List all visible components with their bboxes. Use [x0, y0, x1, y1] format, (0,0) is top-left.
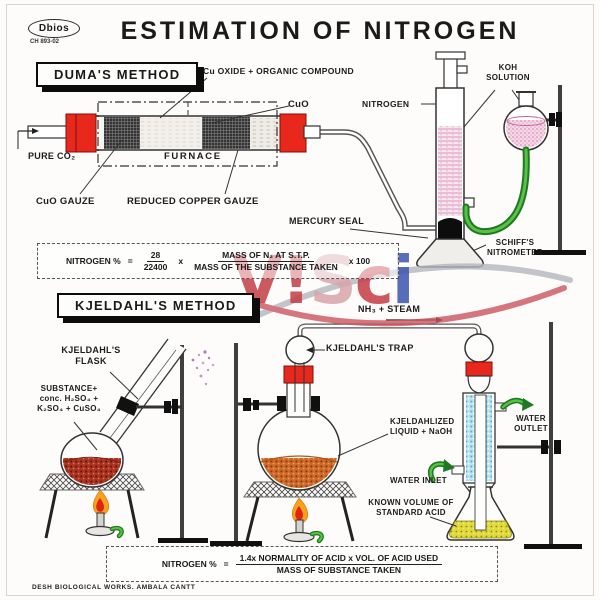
right-stopper: [279, 113, 307, 153]
label-mercury-seal: MERCURY SEAL: [289, 216, 365, 226]
neck-clamp-grip: [116, 396, 139, 416]
left-stopper: [65, 113, 97, 153]
numerator: MASS OF N₂ AT S.T.P.: [218, 250, 314, 262]
stopper-center: [283, 365, 314, 384]
label-schiffs-nitrometer: SCHIFF'S NITROMETER: [487, 238, 543, 257]
page-title: ESTIMATION OF NITROGEN: [120, 17, 520, 45]
label-water-outlet: WATER OUTLET: [514, 414, 548, 433]
distillation-flask-assembly: [238, 335, 357, 544]
dumas-method-heading: DUMA'S METHOD: [36, 62, 199, 87]
stopcock: [435, 51, 466, 60]
numerator: 1.4x NORMALITY OF ACID x VOL. OF ACID US…: [235, 553, 443, 565]
kjeldahl-pointer-lines: [73, 349, 457, 527]
fraction: 1.4x NORMALITY OF ACID x VOL. OF ACID US…: [235, 553, 443, 575]
kjeldahl-stands: [158, 322, 582, 549]
furnace-outline: [97, 101, 278, 167]
publisher-footer: DESH BIOLOGICAL WORKS. AMBALA CANTT: [32, 584, 196, 591]
label-known-volume: KNOWN VOLUME OF STANDARD ACID: [368, 498, 454, 517]
brand-logo: Dbios: [28, 19, 80, 38]
multiply-100: x 100: [348, 256, 371, 266]
koh-liquid-column: [438, 126, 462, 216]
label-kjeldahls-flask: KJELDAHL'S FLASK: [61, 345, 121, 367]
label-water-inlet: WATER INLET: [390, 476, 447, 485]
denominator: 22400: [143, 261, 168, 272]
chart-code: CH 893-02: [30, 39, 60, 45]
equals-sign: =: [223, 559, 229, 569]
label-cu-oxide-organic: Cu OXIDE + ORGANIC COMPOUND: [203, 66, 354, 76]
reduced-copper-gauze-section: [202, 117, 250, 149]
label-furnace: FURNACE: [164, 151, 222, 162]
kjeldahl-method-heading: KJELDAHL'S METHOD: [57, 293, 255, 318]
denominator: MASS OF SUBSTANCE TAKEN: [276, 564, 402, 575]
water-inlet-arrow: [443, 459, 455, 472]
numerator: 28: [146, 250, 165, 262]
burner-left: [85, 489, 124, 539]
koh-reservoir: [462, 91, 549, 236]
mercury: [438, 218, 462, 239]
formula-lhs: NITROGEN %: [161, 559, 217, 569]
kjeldahl-flask-assembly: [39, 338, 215, 539]
water-outlet-arrow: [522, 398, 534, 411]
fraction: 28 22400: [140, 250, 172, 272]
kjeldahl-formula: NITROGEN % = 1.4x NORMALITY OF ACID x VO…: [106, 546, 498, 582]
delivery-tube: [316, 129, 437, 231]
water-inlet-nozzle: [451, 465, 465, 475]
inner-tube: [474, 394, 487, 531]
formula-lhs: NITROGEN %: [65, 256, 121, 266]
label-cuo-gauze: CuO GAUZE: [36, 196, 95, 207]
label-nitrogen: NITROGEN: [362, 99, 410, 109]
trap-arrowhead: [306, 347, 313, 353]
label-pure-co2: PURE CO₂: [28, 151, 76, 161]
kjeldahl-apparatus: [39, 317, 582, 549]
label-koh-solution: KOH SOLUTION: [486, 63, 530, 82]
label-cuo: CuO: [288, 99, 309, 110]
label-kjeldahls-trap: KJELDAHL'S TRAP: [326, 343, 414, 353]
dumas-retort-stand: [534, 85, 586, 255]
schiffs-nitrometer: [416, 51, 484, 268]
dumas-apparatus: [17, 51, 586, 268]
equals-sign: =: [127, 256, 133, 266]
brand-name: Dbios: [38, 23, 70, 34]
dumas-formula: NITROGEN % = 28 22400 x MASS OF N₂ AT S.…: [37, 243, 399, 279]
condenser-assembly: [427, 333, 561, 541]
label-nh3-steam: NH₃ + STEAM: [358, 304, 421, 314]
fraction: MASS OF N₂ AT S.T.P. MASS OF THE SUBSTAN…: [190, 250, 342, 272]
label-reduced-copper-gauze: REDUCED COPPER GAUZE: [127, 196, 259, 207]
multiply-sign: x: [178, 256, 184, 266]
label-substance-mix: SUBSTANCE+ conc. H₂SO₄ + K₂SO₄ + CuSO₄: [37, 384, 101, 413]
fumes: [191, 350, 215, 386]
cuo-gauze-section: [104, 117, 140, 149]
denominator: MASS OF THE SUBSTANCE TAKEN: [194, 261, 338, 272]
combustion-tube: [17, 113, 321, 153]
burner-center: [283, 497, 324, 544]
label-kjeldahlized-liquid: KJELDAHLIZED LIQUID + NaOH: [390, 417, 455, 436]
